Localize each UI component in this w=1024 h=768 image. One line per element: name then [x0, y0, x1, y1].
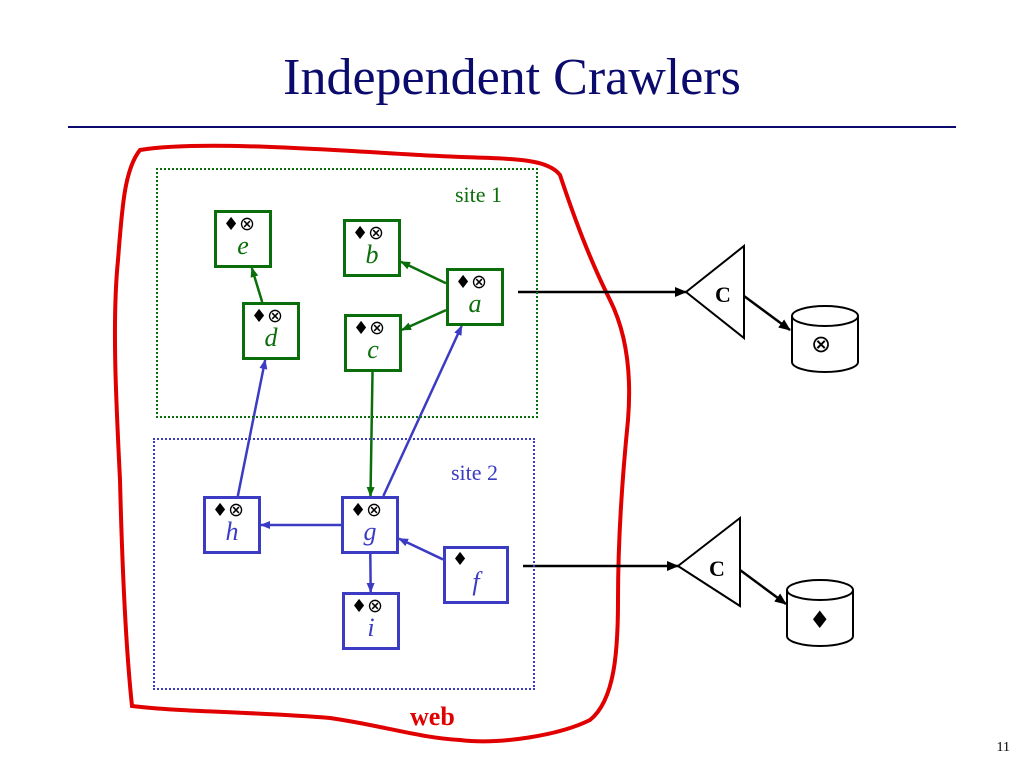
node-i-marks: ♦⊗ — [351, 597, 383, 616]
crawler-1-output-arrow — [743, 294, 791, 332]
node-f[interactable]: ♦ f — [443, 546, 509, 604]
slide-title: Independent Crawlers — [283, 49, 741, 106]
node-b[interactable]: ♦⊗ b — [343, 219, 401, 277]
diamond-icon: ♦ — [350, 500, 367, 521]
node-c[interactable]: ♦⊗ c — [344, 314, 402, 372]
node-a-marks: ♦⊗ — [455, 273, 487, 292]
node-e-marks: ♦⊗ — [223, 215, 255, 234]
node-f-label: f — [472, 567, 480, 596]
node-h[interactable]: ♦⊗ h — [203, 496, 261, 554]
otimes-icon: ⊗ — [367, 595, 384, 617]
node-c-marks: ♦⊗ — [353, 319, 385, 338]
crawler-group — [518, 287, 791, 606]
crawler-2-label: C — [709, 556, 725, 581]
site-2-box — [153, 438, 535, 690]
node-h-label: h — [225, 517, 239, 546]
otimes-icon: ⊗ — [368, 222, 385, 244]
diamond-icon: ♦ — [212, 500, 229, 521]
node-i[interactable]: ♦⊗ i — [342, 592, 400, 650]
diamond-icon: ♦ — [452, 549, 469, 570]
node-a-label: a — [468, 289, 482, 318]
diamond-icon: ♦ — [351, 596, 368, 617]
otimes-icon: ⊗ — [228, 499, 245, 521]
otimes-icon: ⊗ — [267, 305, 284, 327]
diamond-icon: ♦ — [223, 214, 240, 235]
edge-c-to-g — [366, 371, 375, 497]
otimes-icon: ⊗ — [471, 271, 488, 293]
edge-h-to-d — [236, 359, 268, 497]
site-1-label: site 1 — [455, 182, 503, 207]
diamond-icon: ♦ — [251, 306, 268, 327]
node-d-label: d — [264, 323, 278, 352]
crawler-2-output-arrow — [739, 568, 787, 606]
edge-f-to-g — [398, 537, 444, 561]
site-1-box — [156, 168, 538, 418]
node-c-label: c — [367, 335, 379, 364]
otimes-icon: ⊗ — [239, 213, 256, 235]
diamond-icon: ♦ — [352, 223, 369, 244]
store-2-symbol: ♦ — [809, 606, 831, 634]
diamond-icon: ♦ — [455, 272, 472, 293]
diamond-icon: ♦ — [353, 318, 370, 339]
edge-a-to-b — [400, 260, 447, 285]
node-b-marks: ♦⊗ — [352, 224, 384, 243]
node-e-label: e — [237, 231, 249, 260]
node-e[interactable]: ♦⊗ e — [214, 210, 272, 268]
edge-d-to-e — [250, 267, 264, 303]
edge-group — [236, 260, 463, 593]
node-h-marks: ♦⊗ — [212, 501, 244, 520]
edge-g-to-a — [382, 325, 463, 497]
node-g-marks: ♦⊗ — [350, 501, 382, 520]
title-divider — [68, 126, 956, 128]
web-label: web — [410, 702, 455, 731]
node-d[interactable]: ♦⊗ d — [242, 302, 300, 360]
node-d-marks: ♦⊗ — [251, 307, 283, 326]
edge-a-to-c — [401, 308, 447, 332]
otimes-icon: ⊗ — [369, 317, 386, 339]
node-a[interactable]: ♦⊗ a — [446, 268, 504, 326]
web-boundary — [112, 143, 632, 744]
store-1-symbol: ⊗ — [811, 330, 832, 358]
otimes-icon: ⊗ — [366, 499, 383, 521]
node-b-label: b — [365, 240, 379, 269]
node-f-marks: ♦ — [452, 551, 468, 569]
node-g-label: g — [363, 517, 377, 546]
node-g[interactable]: ♦⊗ g — [341, 496, 399, 554]
node-i-label: i — [367, 613, 375, 642]
site-2-label: site 2 — [451, 460, 499, 485]
crawler-1-label: C — [715, 282, 731, 307]
page-number: 11 — [996, 740, 1010, 755]
